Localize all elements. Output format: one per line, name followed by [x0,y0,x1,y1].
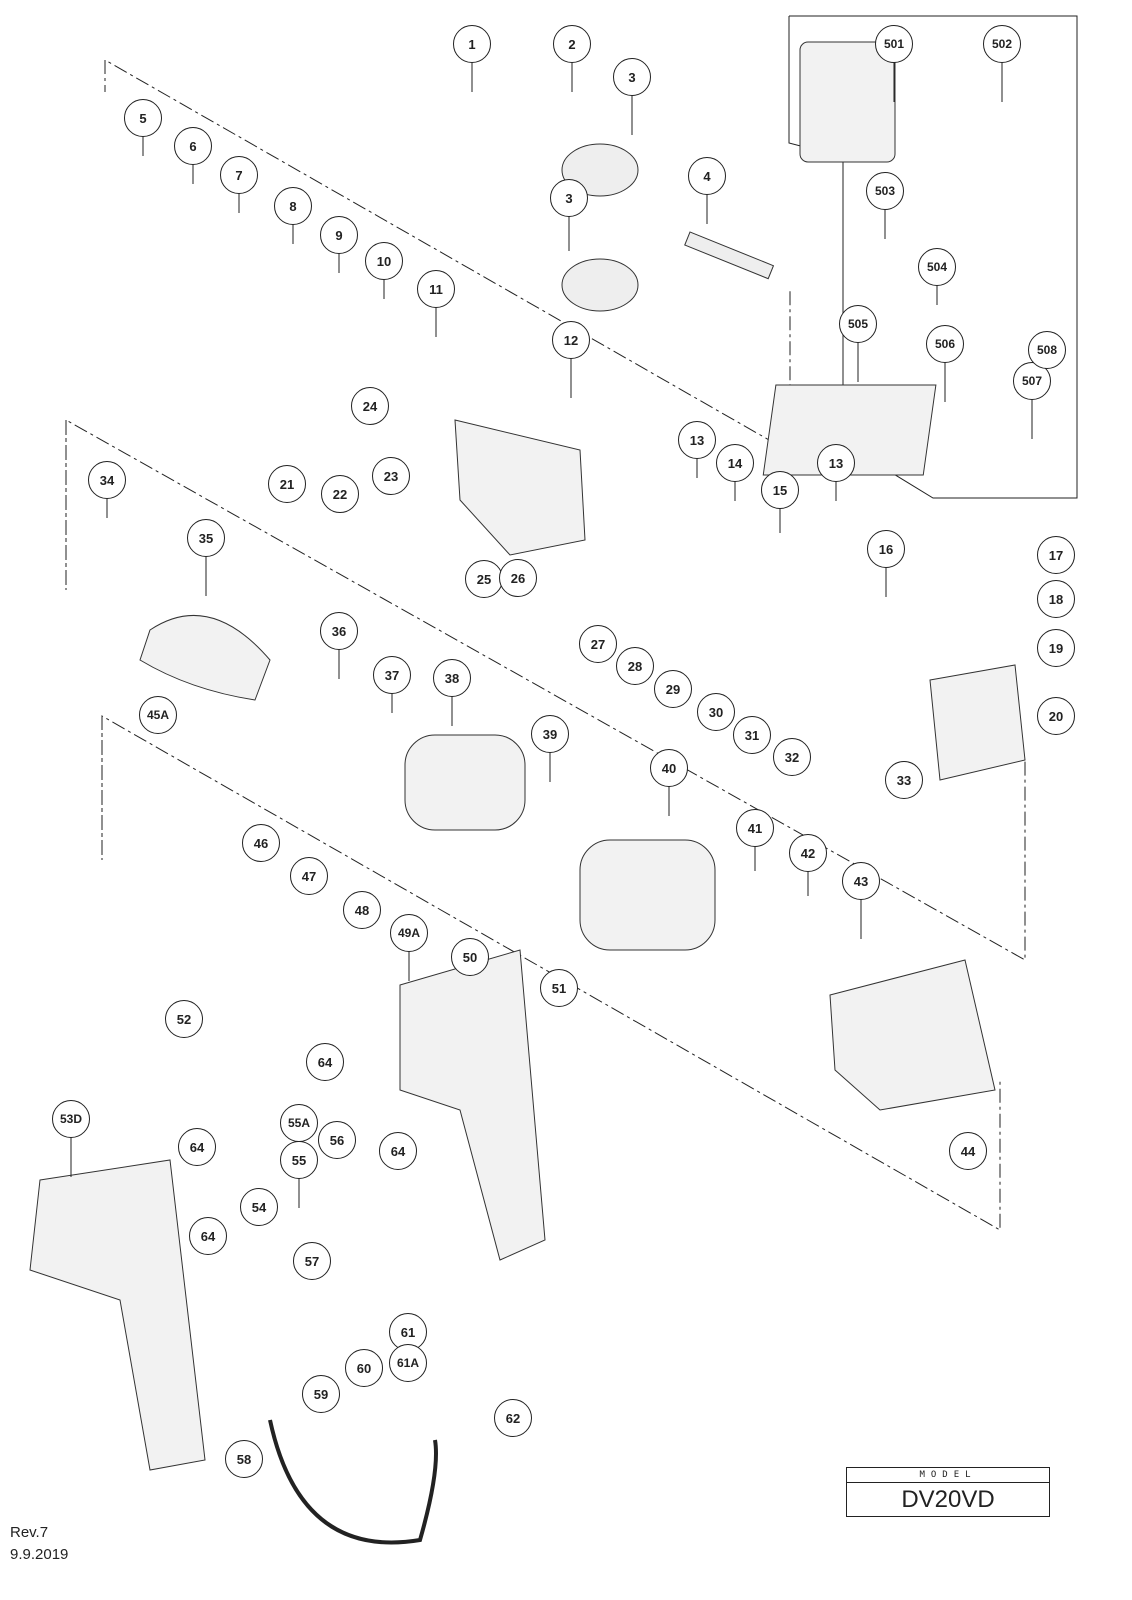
callout-20[interactable]: 20 [1037,697,1075,735]
callout-17[interactable]: 17 [1037,536,1075,574]
callout-51[interactable]: 51 [540,969,578,1007]
callout-35[interactable]: 35 [187,519,225,557]
model-label: MODEL [847,1468,1049,1483]
callout-64[interactable]: 64 [189,1217,227,1255]
callout-29[interactable]: 29 [654,670,692,708]
callout-46[interactable]: 46 [242,824,280,862]
group-line-armature [65,419,1026,961]
callout-18[interactable]: 18 [1037,580,1075,618]
callout-48[interactable]: 48 [343,891,381,929]
revision-date: 9.9.2019 [10,1546,69,1563]
callout-62[interactable]: 62 [494,1399,532,1437]
callout-13[interactable]: 13 [817,444,855,482]
callout-40[interactable]: 40 [650,749,688,787]
callout-45a[interactable]: 45A [139,696,177,734]
callout-44[interactable]: 44 [949,1132,987,1170]
callout-54[interactable]: 54 [240,1188,278,1226]
callout-32[interactable]: 32 [773,738,811,776]
callout-47[interactable]: 47 [290,857,328,895]
callout-21[interactable]: 21 [268,465,306,503]
callout-3[interactable]: 3 [550,179,588,217]
callout-13[interactable]: 13 [678,421,716,459]
group-line-chuck [104,59,791,453]
callout-39[interactable]: 39 [531,715,569,753]
callout-501[interactable]: 501 [875,25,913,63]
callout-23[interactable]: 23 [372,457,410,495]
callout-53d[interactable]: 53D [52,1100,90,1138]
model-box: MODEL DV20VD [846,1467,1050,1517]
callout-43[interactable]: 43 [842,862,880,900]
callout-50[interactable]: 50 [451,938,489,976]
callout-508[interactable]: 508 [1028,331,1066,369]
callout-25[interactable]: 25 [465,560,503,598]
callout-9[interactable]: 9 [320,216,358,254]
callout-15[interactable]: 15 [761,471,799,509]
callout-3[interactable]: 3 [613,58,651,96]
callout-505[interactable]: 505 [839,305,877,343]
revision-info: Rev.7 9.9.2019 [10,1522,68,1566]
callout-42[interactable]: 42 [789,834,827,872]
callout-64[interactable]: 64 [178,1128,216,1166]
housing-parts [29,41,1026,1471]
callout-502[interactable]: 502 [983,25,1021,63]
callout-8[interactable]: 8 [274,187,312,225]
callout-504[interactable]: 504 [918,248,956,286]
callout-36[interactable]: 36 [320,612,358,650]
callout-26[interactable]: 26 [499,559,537,597]
callout-64[interactable]: 64 [379,1132,417,1170]
chuck-part [561,143,775,312]
callout-28[interactable]: 28 [616,647,654,685]
power-cord [268,1419,438,1545]
callout-55[interactable]: 55 [280,1141,318,1179]
callout-61a[interactable]: 61A [389,1344,427,1382]
callout-1[interactable]: 1 [453,25,491,63]
callout-506[interactable]: 506 [926,325,964,363]
callout-14[interactable]: 14 [716,444,754,482]
callout-49a[interactable]: 49A [390,914,428,952]
callout-11[interactable]: 11 [417,270,455,308]
callout-16[interactable]: 16 [867,530,905,568]
callout-41[interactable]: 41 [736,809,774,847]
callout-30[interactable]: 30 [697,693,735,731]
callout-19[interactable]: 19 [1037,629,1075,667]
callout-7[interactable]: 7 [220,156,258,194]
callout-10[interactable]: 10 [365,242,403,280]
callout-31[interactable]: 31 [733,716,771,754]
callout-22[interactable]: 22 [321,475,359,513]
callout-4[interactable]: 4 [688,157,726,195]
callout-27[interactable]: 27 [579,625,617,663]
callout-12[interactable]: 12 [552,321,590,359]
callout-2[interactable]: 2 [553,25,591,63]
callout-6[interactable]: 6 [174,127,212,165]
callout-5[interactable]: 5 [124,99,162,137]
callout-38[interactable]: 38 [433,659,471,697]
callout-59[interactable]: 59 [302,1375,340,1413]
model-value: DV20VD [901,1486,995,1513]
callout-52[interactable]: 52 [165,1000,203,1038]
revision-text: Rev.7 [10,1524,49,1541]
callout-24[interactable]: 24 [351,387,389,425]
group-line-housing [101,715,1001,1231]
callout-34[interactable]: 34 [88,461,126,499]
callout-64[interactable]: 64 [306,1043,344,1081]
callout-37[interactable]: 37 [373,656,411,694]
callout-33[interactable]: 33 [885,761,923,799]
callout-55a[interactable]: 55A [280,1104,318,1142]
callout-56[interactable]: 56 [318,1121,356,1159]
callout-58[interactable]: 58 [225,1440,263,1478]
callout-503[interactable]: 503 [866,172,904,210]
callout-60[interactable]: 60 [345,1349,383,1387]
callout-57[interactable]: 57 [293,1242,331,1280]
